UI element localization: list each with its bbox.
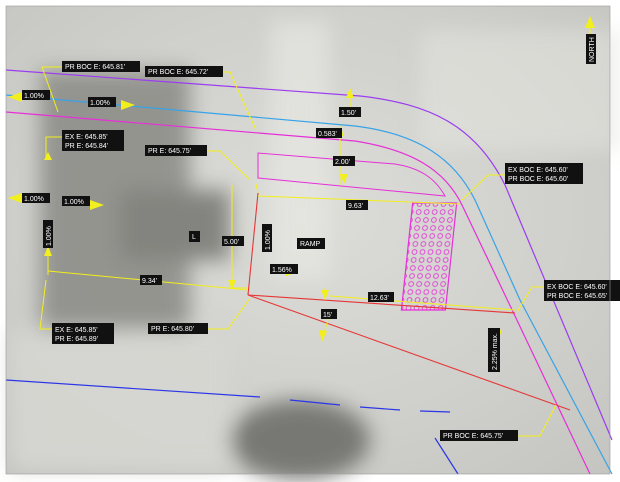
svg-text:1.00%: 1.00% xyxy=(90,100,110,107)
svg-text:1.00%: 1.00% xyxy=(46,226,53,246)
dimension-label: 2.00' xyxy=(333,156,355,166)
property-line xyxy=(5,379,459,475)
svg-text:1.50': 1.50' xyxy=(341,110,356,117)
dimension-label: 15' xyxy=(321,309,337,319)
svg-text:1.00%: 1.00% xyxy=(24,196,44,203)
dimension-label: 0.583' xyxy=(316,128,342,138)
svg-text:RAMP: RAMP xyxy=(300,241,321,248)
elevation-callout: EX E: 645.85' PR E: 645.89' xyxy=(52,323,114,344)
elevation-callout: EX BOC E: 645.60' PR BOC E: 645.60' xyxy=(505,163,583,184)
svg-text:EX BOC E: 645.60': EX BOC E: 645.60' xyxy=(547,284,607,291)
svg-text:1.00%: 1.00% xyxy=(265,230,272,250)
elevation-callout: PR BOC E: 645.72' xyxy=(145,66,223,77)
svg-text:L: L xyxy=(192,234,196,241)
svg-text:EX E: 645.85': EX E: 645.85' xyxy=(55,327,98,334)
svg-text:15': 15' xyxy=(323,312,332,319)
svg-text:PR E: 645.75': PR E: 645.75' xyxy=(148,148,191,155)
svg-text:5.00': 5.00' xyxy=(224,239,239,246)
svg-text:EX E: 645.85': EX E: 645.85' xyxy=(65,134,108,141)
ramp-label: RAMP xyxy=(297,238,325,249)
right-of-way-line xyxy=(5,69,613,441)
svg-text:PR E: 645.84': PR E: 645.84' xyxy=(65,143,108,150)
annotation-arrows xyxy=(8,16,595,342)
slope-label: 1.00% xyxy=(43,220,53,248)
svg-text:PR E: 645.80': PR E: 645.80' xyxy=(151,326,194,333)
l-marker-label: L xyxy=(189,231,200,242)
svg-text:2.00': 2.00' xyxy=(335,159,350,166)
elevation-callout: PR E: 645.75' xyxy=(145,145,207,156)
slope-label: 1.00% xyxy=(22,193,50,203)
svg-text:0.583': 0.583' xyxy=(318,131,337,138)
svg-text:9.63': 9.63' xyxy=(348,203,363,210)
slope-label: 2.25% max. xyxy=(488,328,500,372)
image-frame xyxy=(5,5,611,475)
elevation-callout: EX BOC E: 645.60' PR BOC E: 645.65' xyxy=(544,280,620,301)
svg-text:PR BOC E: 645.60': PR BOC E: 645.60' xyxy=(508,176,568,183)
aerial-photo-background xyxy=(6,6,620,480)
svg-text:1.56%: 1.56% xyxy=(272,267,292,274)
svg-text:PR BOC E: 645.75': PR BOC E: 645.75' xyxy=(443,433,503,440)
dimension-label: 5.00' xyxy=(222,236,244,246)
sidewalk-edge xyxy=(257,152,446,197)
elevation-callout: PR BOC E: 645.81' xyxy=(62,61,140,72)
svg-text:EX BOC E: 645.60': EX BOC E: 645.60' xyxy=(508,167,568,174)
slope-label: 1.00% xyxy=(262,224,272,252)
svg-text:PR BOC E: 645.81': PR BOC E: 645.81' xyxy=(65,64,125,71)
svg-text:PR E: 645.89': PR E: 645.89' xyxy=(55,336,98,343)
dimension-label: 1.50' xyxy=(339,107,361,117)
dimension-label: 12.63' xyxy=(368,292,394,302)
elevation-callout: EX E: 645.85' PR E: 645.84' xyxy=(62,130,124,151)
svg-text:PR BOC E: 645.72': PR BOC E: 645.72' xyxy=(148,69,208,76)
svg-text:12.63': 12.63' xyxy=(370,295,389,302)
ramp-outline xyxy=(247,192,571,411)
slope-label: 1.00% xyxy=(62,196,90,206)
elevation-callout: PR E: 645.80' xyxy=(148,323,208,334)
gutter-line xyxy=(5,94,613,475)
svg-text:2.25% max.: 2.25% max. xyxy=(492,333,499,370)
elevation-callout: PR BOC E: 645.75' xyxy=(440,430,518,441)
svg-text:1.00%: 1.00% xyxy=(24,93,44,100)
svg-text:9.34': 9.34' xyxy=(142,278,157,285)
slope-label: 1.56% xyxy=(270,264,298,274)
svg-text:PR BOC E: 645.65': PR BOC E: 645.65' xyxy=(547,293,607,300)
dimension-label: 9.34' xyxy=(140,275,162,285)
dimension-label: 9.63' xyxy=(346,200,368,210)
slope-label: 1.00% xyxy=(88,97,116,107)
back-of-curb-line xyxy=(5,111,591,475)
svg-text:1.00%: 1.00% xyxy=(64,199,84,206)
svg-text:NORTH: NORTH xyxy=(589,37,596,62)
slope-label: 1.00% xyxy=(22,90,50,100)
north-arrow-label: NORTH xyxy=(586,34,596,64)
